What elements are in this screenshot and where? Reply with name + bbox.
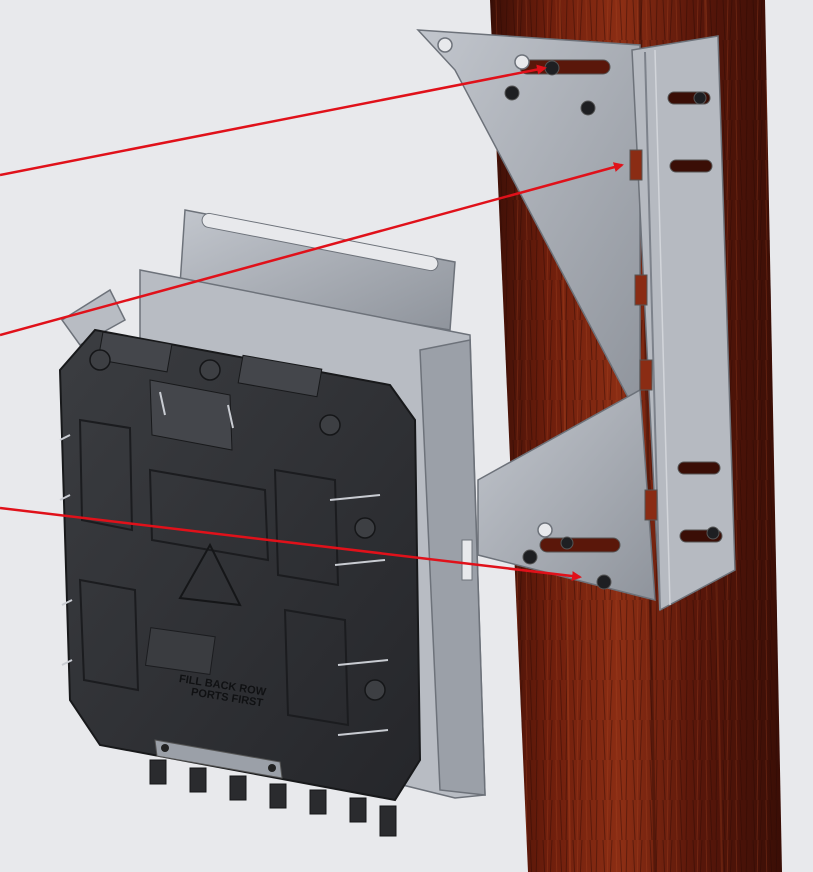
callout-arrows (0, 64, 624, 582)
pole-bracket (416, 29, 736, 612)
callout-arrow-bottom-bolt (0, 506, 582, 582)
callout-arrow-slot (0, 162, 624, 337)
warning-triangle-icon (178, 542, 242, 607)
fiber-enclosure: FILL BACK ROW PORTS FIRST (58, 328, 422, 837)
callout-arrow-top-bolt (0, 64, 547, 177)
